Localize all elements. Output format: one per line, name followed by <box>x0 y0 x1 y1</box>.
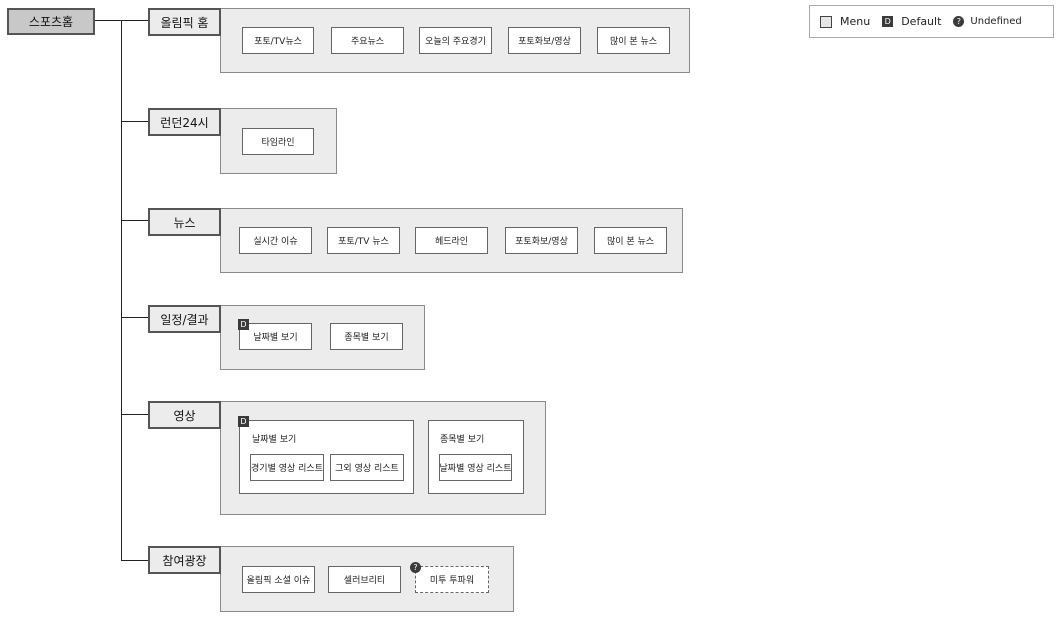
item-video-list-by-date[interactable]: 날짜별 영상 리스트 <box>439 454 512 481</box>
item-video-list-by-game[interactable]: 경기별 영상 리스트 <box>250 454 324 481</box>
item-headline[interactable]: 헤드라인 <box>415 227 488 254</box>
item-celebrity[interactable]: 셀러브리티 <box>328 566 401 593</box>
item-view-by-date[interactable]: 날짜별 보기 <box>239 323 312 350</box>
legend-default: D Default <box>882 15 941 28</box>
root-node-sports-home[interactable]: 스포츠홈 <box>7 8 95 35</box>
menu-london24[interactable]: 런던24시 <box>148 108 221 136</box>
undefined-badge-icon: ? <box>953 16 965 27</box>
legend-default-label: Default <box>901 15 942 28</box>
item-timeline[interactable]: 타임라인 <box>242 128 314 155</box>
legend-undefined-label: Undefined <box>970 16 1022 27</box>
item-view-by-sport[interactable]: 종목별 보기 <box>330 323 403 350</box>
item-todays-main-games[interactable]: 오늘의 주요경기 <box>419 27 492 54</box>
connector-branch-olympic-home <box>121 20 148 21</box>
item-photo-gallery-video-2[interactable]: 포토화보/영상 <box>505 227 578 254</box>
undefined-badge-icon: ? <box>410 562 421 573</box>
default-badge-icon: D <box>882 16 894 27</box>
item-photo-gallery-video[interactable]: 포토화보/영상 <box>508 27 581 54</box>
connector-branch-london24 <box>121 121 148 122</box>
connector-branch-news <box>121 220 148 221</box>
item-most-viewed-news-2[interactable]: 많이 본 뉴스 <box>594 227 667 254</box>
menu-news[interactable]: 뉴스 <box>148 208 221 236</box>
connector-branch-schedule <box>121 317 148 318</box>
item-photo-tv-news-2[interactable]: 포토/TV 뉴스 <box>327 227 400 254</box>
subgroup-video-by-date-label: 날짜별 보기 <box>252 435 297 445</box>
legend-menu-swatch <box>820 15 832 28</box>
default-badge-icon: D <box>238 416 249 427</box>
item-realtime-issue[interactable]: 실시간 이슈 <box>239 227 312 254</box>
legend: Menu D Default ? Undefined <box>809 5 1054 38</box>
legend-undefined: ? Undefined <box>953 16 1022 27</box>
menu-video[interactable]: 영상 <box>148 401 221 429</box>
item-photo-tv-news[interactable]: 포토/TV뉴스 <box>242 27 314 54</box>
item-main-news[interactable]: 주요뉴스 <box>331 27 404 54</box>
item-me-too-power[interactable]: 미투 투파워 <box>415 566 489 593</box>
menu-participation[interactable]: 참여광장 <box>148 546 221 574</box>
default-badge-icon: D <box>238 319 249 330</box>
menu-schedule[interactable]: 일정/결과 <box>148 305 221 333</box>
subgroup-video-by-sport-label: 종목별 보기 <box>440 435 485 445</box>
connector-trunk-vertical <box>121 20 122 560</box>
legend-menu: Menu <box>820 15 870 28</box>
menu-olympic-home[interactable]: 올림픽 홈 <box>148 8 221 36</box>
connector-branch-participation <box>121 560 148 561</box>
item-olympic-social-issue[interactable]: 올림픽 소셜 이슈 <box>242 566 315 593</box>
legend-menu-label: Menu <box>840 15 871 28</box>
item-most-viewed-news[interactable]: 많이 본 뉴스 <box>597 27 670 54</box>
item-other-video-list[interactable]: 그외 영상 리스트 <box>330 454 404 481</box>
connector-branch-video <box>121 414 148 415</box>
